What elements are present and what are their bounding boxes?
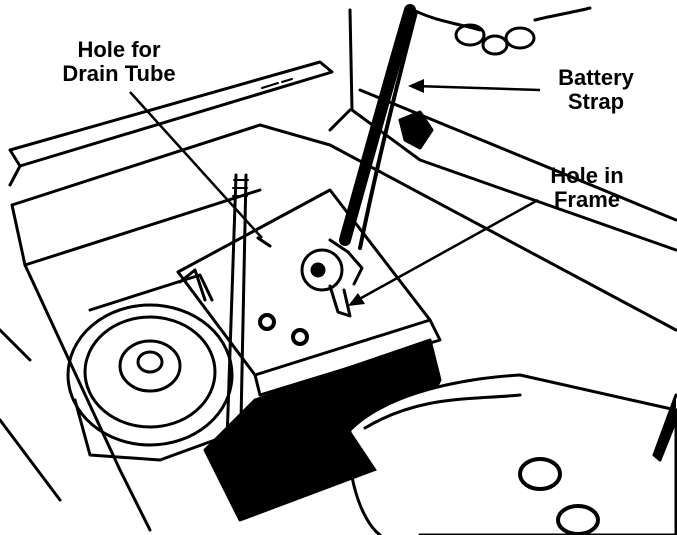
label-drain-tube: Hole for Drain Tube [62,37,176,86]
arrow-hole-in-frame [348,293,365,306]
bracket [347,373,677,535]
label-hole-in-frame: Hole in Frame [550,163,624,212]
leader-battery-strap [414,84,541,92]
battery-strap [339,4,418,250]
upper-rail [8,60,334,187]
lower-cavity [203,338,442,522]
screwdriver [652,393,677,462]
hand [408,6,592,56]
label-battery-strap: Battery Strap [558,65,634,114]
frame-tray [0,123,677,532]
rear-bolt [398,110,434,150]
arrow-battery-strap [408,79,424,93]
motor-pulley [66,268,234,462]
leader-drain-tube [129,91,263,239]
leader-hole-in-frame [353,198,539,304]
